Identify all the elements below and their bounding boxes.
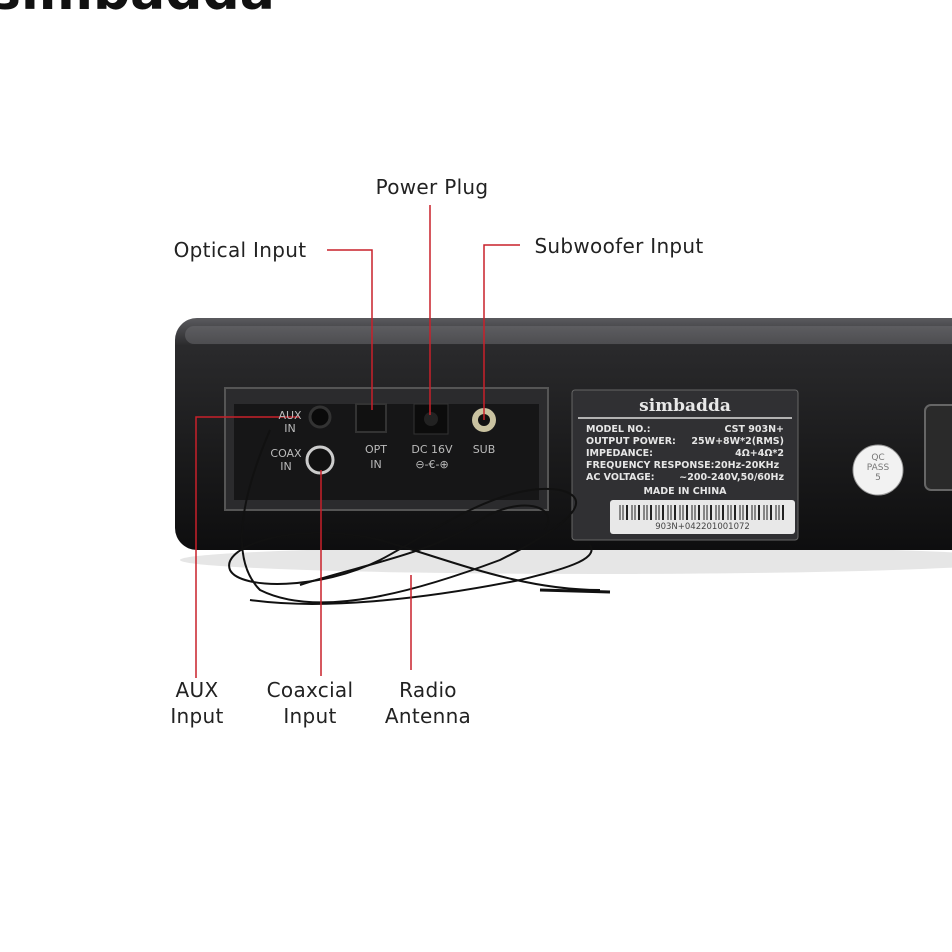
port-label-dc: DC 16V ⊖-€-⊕ [404, 442, 460, 472]
spec-key: IMPEDANCE: [586, 448, 653, 459]
serial-number: 903N+042201001072 [655, 522, 750, 532]
callout-line: Coaxcial [266, 678, 354, 702]
brand-logo-cropped: simbadda [0, 0, 275, 22]
port-label-opt: OPT IN [356, 442, 396, 472]
port-text: IN [284, 422, 296, 435]
callout-line: Input [170, 704, 224, 728]
spec-value: 4Ω+4Ω*2 [735, 448, 784, 459]
optical-callout-line [327, 249, 373, 410]
callout-line: Antenna [384, 704, 472, 728]
port-text: DC 16V [411, 443, 453, 456]
qc-text: QC PASS 5 [853, 453, 903, 483]
polarity-icon: ⊖-€-⊕ [415, 458, 449, 471]
port-text: IN [370, 458, 382, 471]
spec-value: CST 903N+ [724, 424, 784, 435]
optical-port [355, 403, 387, 433]
spec-key: FREQUENCY RESPONSE:20Hz-20KHz [586, 460, 780, 471]
port-label-sub: SUB [472, 443, 496, 456]
port-text: IN [280, 460, 292, 473]
callout-optical-input: Optical Input [173, 238, 307, 262]
antenna-cable [228, 429, 611, 605]
qc-line: QC [871, 453, 885, 463]
spec-key: MODEL NO.: [586, 424, 651, 435]
aux-callout-line [195, 416, 300, 678]
port-text: OPT [364, 443, 387, 456]
callout-lines [195, 205, 520, 678]
spec-key: AC VOLTAGE: [586, 472, 655, 483]
callout-line: Input [283, 704, 337, 728]
port-text: AUX [278, 409, 302, 422]
made-in: MADE IN CHINA [643, 486, 727, 497]
spec-value: ~200-240V,50/60Hz [679, 472, 784, 483]
port-text: COAX [270, 447, 302, 460]
callout-power-plug: Power Plug [375, 175, 489, 199]
callout-subwoofer-input: Subwoofer Input [534, 234, 704, 258]
spec-value: 25W+8W*2(RMS) [691, 436, 784, 447]
qc-line: PASS [866, 463, 890, 473]
callout-line: AUX [175, 678, 219, 702]
qc-line: 5 [875, 473, 881, 483]
qc-sticker [852, 444, 904, 496]
callout-line: Radio [399, 678, 457, 702]
label-brand: simbadda [639, 396, 731, 416]
coax-jack [305, 445, 335, 475]
spec-rows: MODEL NO.: CST 903N+ OUTPUT POWER: 25W+8W*… [586, 424, 784, 498]
subwoofer-callout-line [483, 244, 520, 420]
spec-key: OUTPUT POWER: [586, 436, 676, 447]
